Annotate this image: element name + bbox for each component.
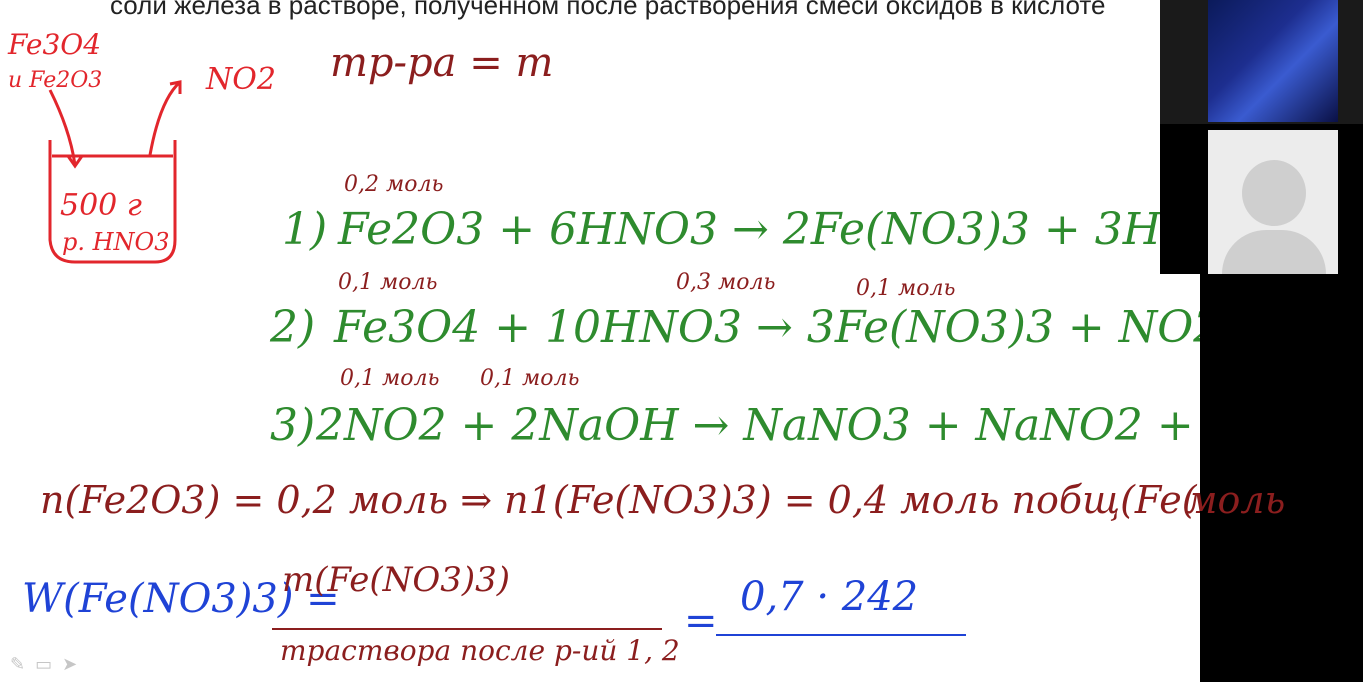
beaker-diagram	[48, 80, 182, 264]
fraction2-numerator: 0,7 · 242	[740, 574, 919, 620]
r2-equation: Fe3O4 + 10HNO3 → 3Fe(NO3)3 + NO2↑ + 5H2O	[334, 302, 1200, 353]
pen-icon[interactable]: ✎	[10, 654, 26, 674]
solution-mass-formula: mр-ра = m	[330, 40, 554, 86]
solution-label: р. HNO3	[62, 228, 170, 256]
r3-mol-b: 0,1 моль	[480, 366, 580, 391]
mass-fraction-lhs: W(Fe(NO3)3) =	[22, 576, 340, 622]
r2-mol-c: 0,1 моль	[856, 276, 956, 301]
r2-mol-b: 0,3 моль	[676, 270, 776, 295]
no2-label: NO2	[206, 62, 276, 97]
arrow-in-icon	[48, 89, 77, 166]
r2-number: 2)	[270, 302, 316, 353]
fraction-denominator: mраствора после р-ий 1, 2	[280, 634, 680, 667]
r3-number: 3)	[270, 400, 316, 451]
moles-calculation: n(Fe2O3) = 0,2 моль ⇒ n1(Fe(NO3)3) = 0,4…	[40, 478, 1200, 522]
equals-sign: =	[684, 598, 718, 644]
sidebar-dark-area	[1200, 274, 1363, 682]
user-icon	[1242, 160, 1306, 226]
r2-mol-a: 0,1 моль	[338, 270, 438, 295]
fraction-bar	[272, 628, 662, 630]
pen-toolbar[interactable]: ✎ ▭ ➤	[10, 654, 77, 675]
fe2o3-label: и Fe2O3	[8, 68, 103, 93]
fraction2-bar	[716, 634, 966, 636]
moles-unit-tail: моль	[1186, 478, 1286, 522]
r1-mol: 0,2 моль	[344, 172, 444, 197]
fe3o4-label: Fe3O4	[8, 28, 102, 61]
fraction-numerator: m(Fe(NO3)3)	[282, 560, 511, 600]
r1-equation: Fe2O3 + 6HNO3 → 2Fe(NO3)3 + 3H2O	[338, 204, 1200, 255]
pointer-icon[interactable]: ➤	[62, 654, 78, 674]
r1-number: 1)	[282, 204, 328, 255]
arrow-out-icon	[148, 80, 182, 156]
participant-avatar-image	[1208, 0, 1338, 122]
r3-equation: 2NO2 + 2NaOH → NaNO3 + NaNO2 + H2O	[316, 400, 1200, 451]
whiteboard[interactable]: соли железа в растворе, полученном после…	[0, 0, 1200, 682]
task-text: соли железа в растворе, полученном после…	[110, 0, 1106, 20]
eraser-icon[interactable]: ▭	[35, 654, 53, 674]
mass-label: 500 г	[60, 188, 142, 223]
r3-mol-a: 0,1 моль	[340, 366, 440, 391]
